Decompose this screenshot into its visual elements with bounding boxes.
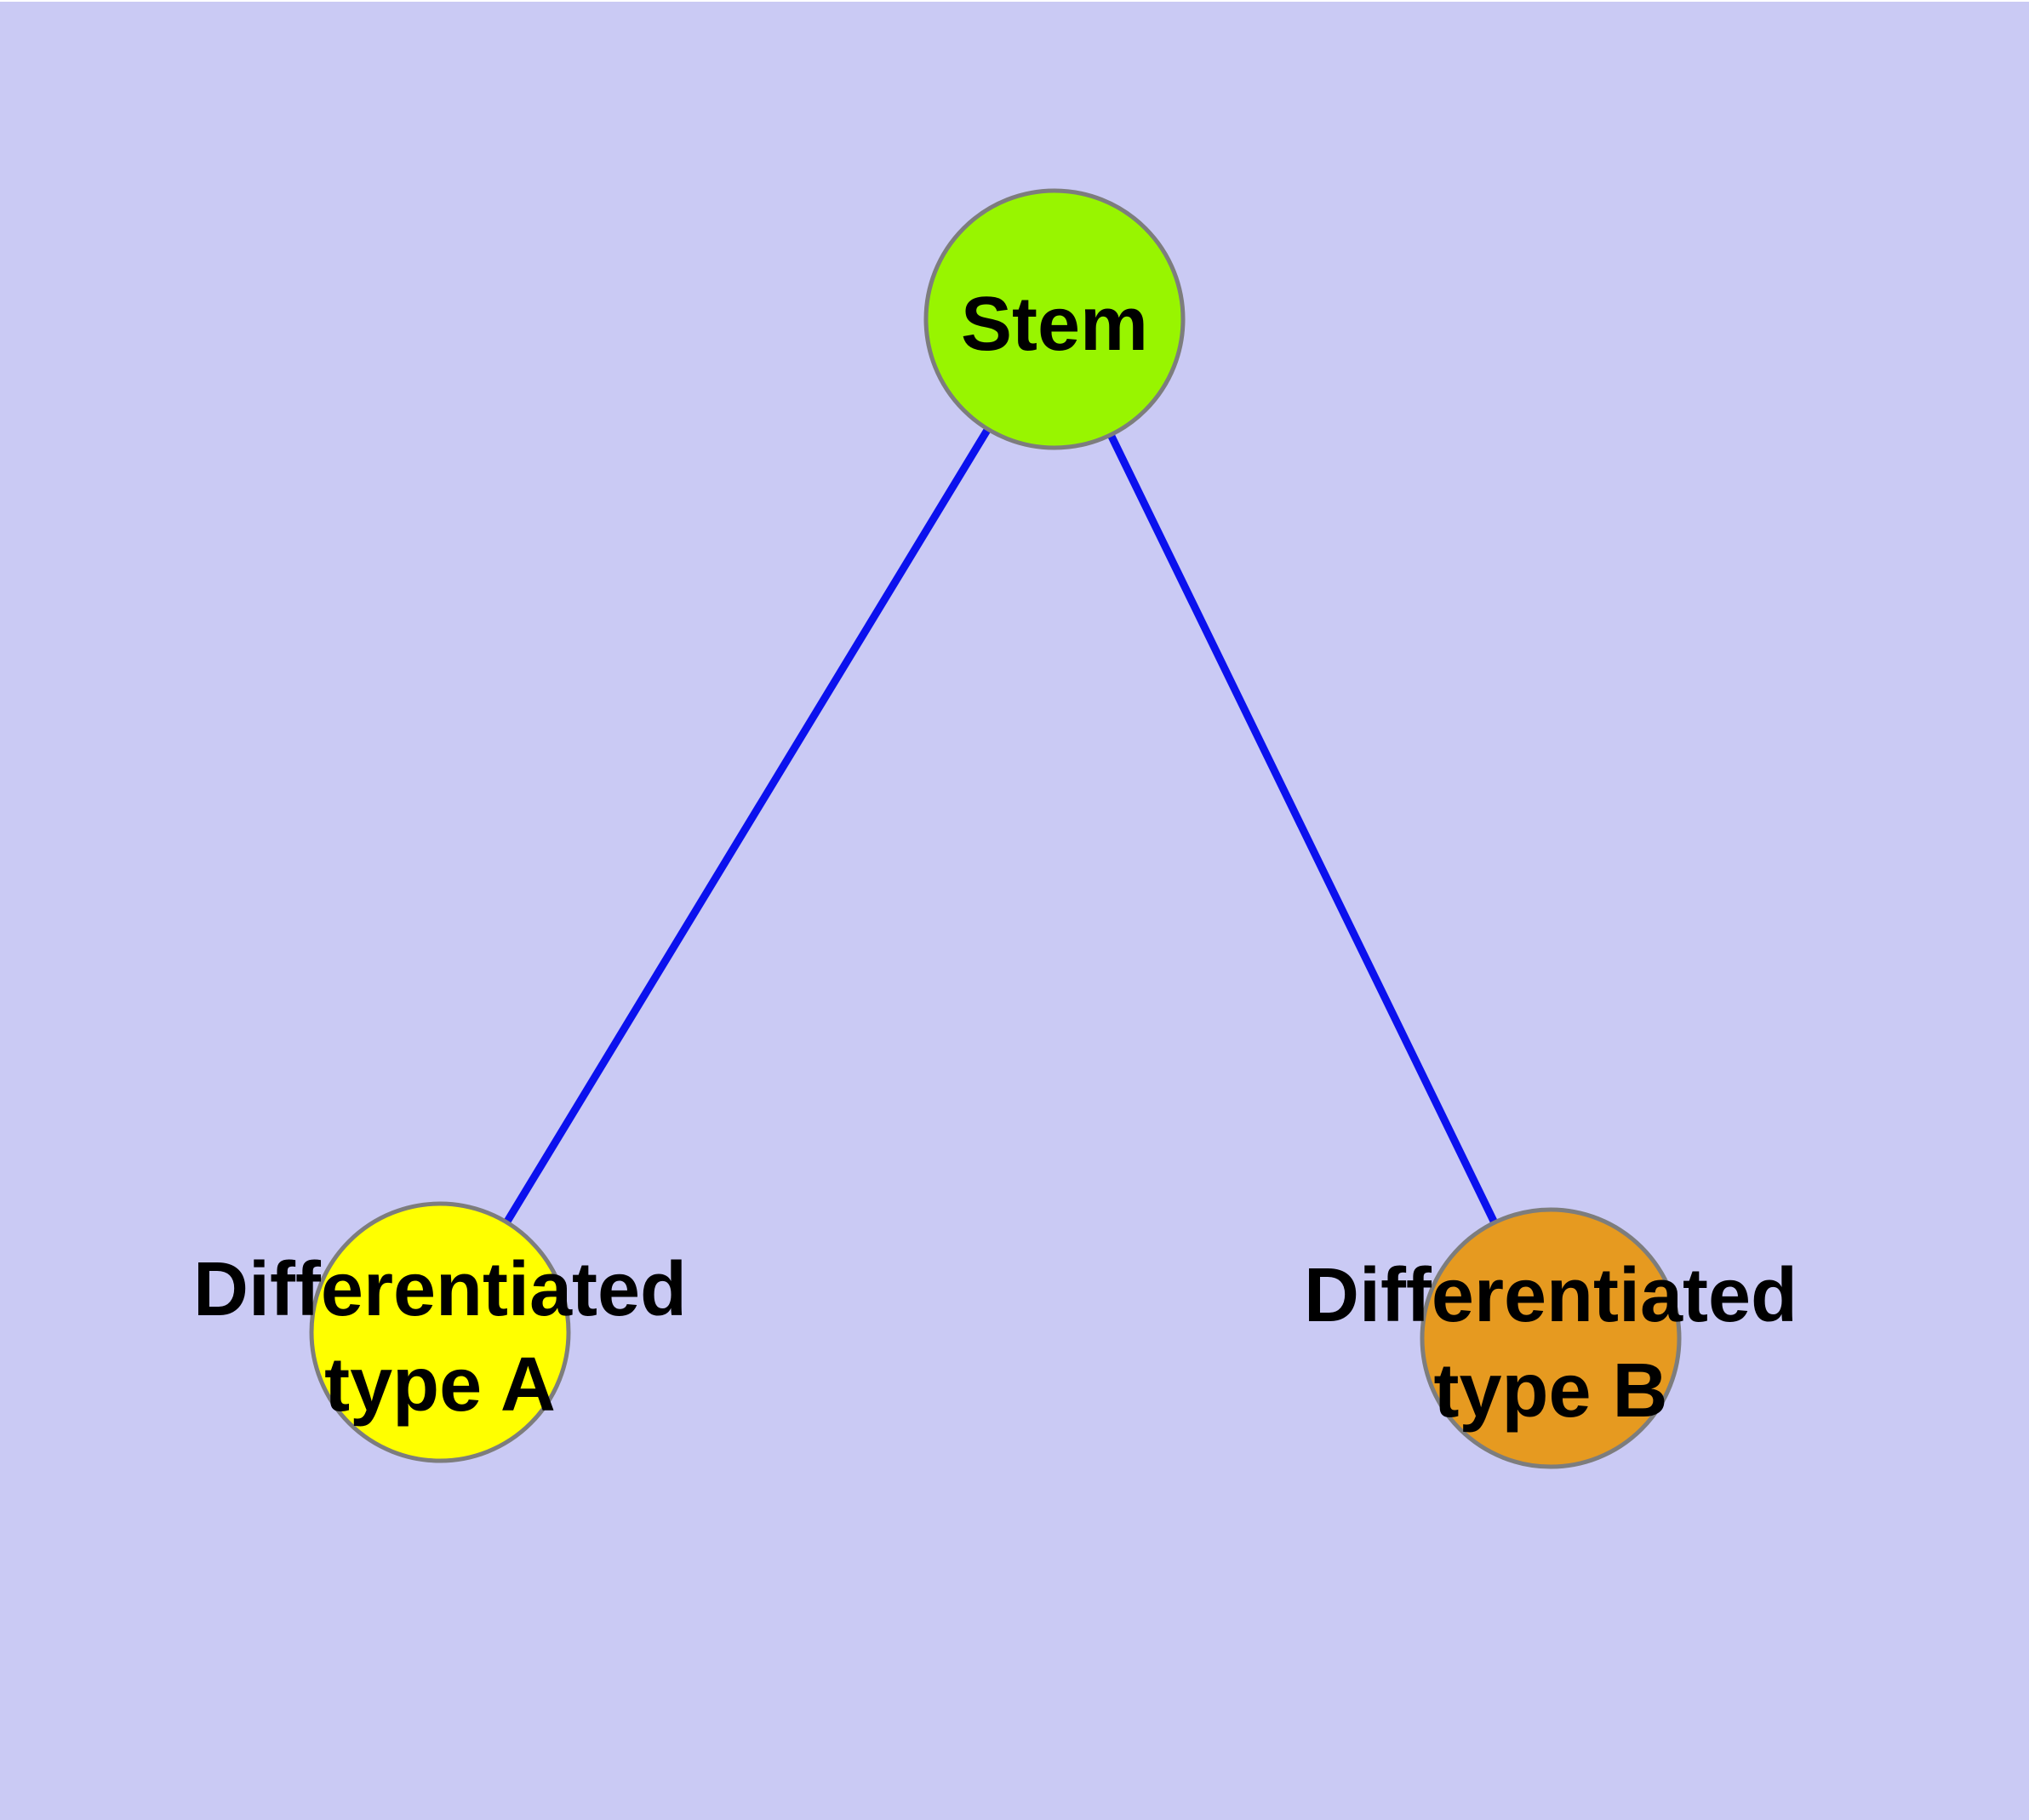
- node-differentiated-type-b-circle[interactable]: [1420, 1207, 1682, 1469]
- node-stem-label: Stem: [961, 282, 1148, 367]
- node-stem[interactable]: Stem: [923, 188, 1186, 450]
- node-stem-circle[interactable]: [923, 188, 1186, 450]
- edge-stem-differentiated-type-a: [503, 426, 992, 1225]
- edge-stem-differentiated-type-b: [1107, 432, 1498, 1225]
- node-differentiated-type-a-circle[interactable]: [309, 1201, 571, 1463]
